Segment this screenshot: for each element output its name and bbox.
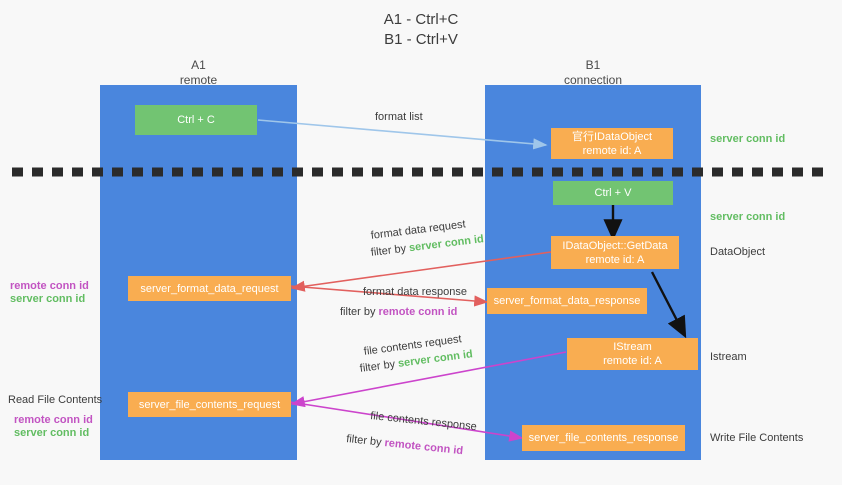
node-idataobject-getdata[interactable]: IDataObject::GetData remote id: A [551,236,679,269]
arrow-file-contents-request [290,351,567,408]
node-ctrl-v-label: Ctrl + V [594,187,632,199]
annotation-left-server-conn-mid: server conn id [10,293,86,305]
node-istream-label-1: IStream [613,341,652,353]
node-server-format-data-response-label: server_format_data_response [493,295,641,307]
node-server-file-contents-response[interactable]: server_file_contents_response [522,425,685,451]
edge-label-format-list-text: format list [375,111,423,123]
column-a1-sub: remote [179,73,218,87]
annotation-left-remote-conn-bot: remote conn id [14,414,93,426]
node-idataobject-getdata-label-1: IDataObject::GetData [562,239,668,252]
annotation-right-write-file-contents: Write File Contents [710,432,804,444]
column-header-b1: B1 connection [485,58,701,88]
arrow-format-data-request [290,251,552,292]
annotation-right-server-conn-mid: server conn id [710,211,786,223]
filter-value-remote-conn-id: remote conn id [378,306,458,318]
edge-label-format-data-response-line1: format data response [363,285,467,299]
filter-prefix: filter by [340,306,379,318]
edge-label-format-list: format list [375,110,423,124]
node-istream-label-2: remote id: A [603,355,662,367]
node-idataobject-getdata-label-2: remote id: A [585,253,645,266]
title-line-1: A1 - Ctrl+C [383,11,459,28]
node-ctrl-c[interactable]: Ctrl + C [135,105,257,135]
title-line-2: B1 - Ctrl+V [384,31,458,48]
node-server-file-contents-request[interactable]: server_file_contents_request [128,392,291,417]
diagram-title: A1 - Ctrl+C B1 - Ctrl+V [0,10,842,50]
annotation-right-server-conn-top: server conn id [710,133,786,145]
arrow-format-list [257,119,548,150]
filter-prefix: filter by [345,432,386,449]
annotation-left-read-file-contents: Read File Contents [8,394,103,406]
column-a1-name: A1 [191,58,206,72]
annotation-right-dataobject: DataObject [710,246,766,258]
node-ctrl-c-label: Ctrl + C [177,114,215,126]
node-ctrl-v[interactable]: Ctrl + V [553,181,673,205]
node-server-format-data-request[interactable]: server_format_data_request [128,276,291,301]
node-istream[interactable]: IStream remote id: A [567,338,698,370]
arrow-format-data-response [289,285,489,307]
annotation-right-istream: Istream [710,351,747,363]
node-idataobject[interactable]: 官行IDataObject remote id: A [551,128,673,159]
column-b1-sub: connection [563,73,623,87]
column-b1-name: B1 [585,58,601,72]
annotation-left-server-conn-bot: server conn id [14,427,90,439]
column-header-a1: A1 remote [100,58,297,88]
node-server-format-data-request-label: server_format_data_request [140,282,279,295]
arrow-getdata-to-istream [650,271,687,339]
node-server-file-contents-request-label: server_file_contents_request [138,398,281,411]
node-idataobject-label-2: remote id: A [582,144,642,157]
node-server-format-data-response[interactable]: server_format_data_response [487,288,647,314]
edge-label-format-data-response-filter: filter by remote conn id [340,305,457,319]
arrow-file-contents-response [289,401,524,442]
edge-label-format-data-response-text: format data response [363,286,467,298]
annotation-left-remote-conn-mid: remote conn id [10,280,89,292]
node-server-file-contents-response-label: server_file_contents_response [528,432,679,444]
node-idataobject-label-1: 官行IDataObject [571,130,653,143]
